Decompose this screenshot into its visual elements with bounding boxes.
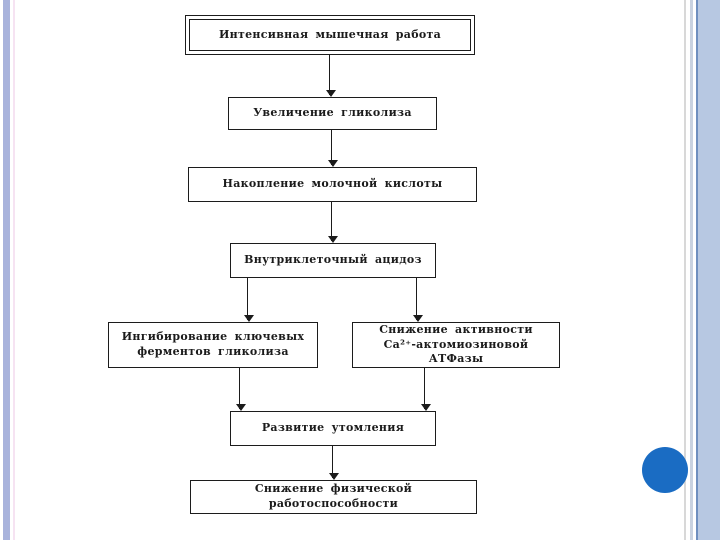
- right-border-gray-line: [684, 0, 686, 540]
- arrow-atpase-to-fatigue: [420, 368, 431, 411]
- arrow-start-to-glycolysis: [325, 55, 336, 97]
- flow-node-enzyme-inhibition: Ингибирование ключевых ферментов гликоли…: [108, 322, 318, 368]
- right-border-band: [698, 0, 720, 540]
- right-border-mid-line: [690, 0, 693, 540]
- left-border-pink-line: [13, 0, 15, 540]
- left-border-stripe: [3, 0, 10, 540]
- flow-node-atpase-activity: Снижение активности Ca²⁺-актомиозиновой …: [352, 322, 560, 368]
- right-border-dark-line: [696, 0, 698, 540]
- arrow-glycolysis-to-lactate: [327, 130, 338, 167]
- flow-node-start: Интенсивная мышечная работа: [185, 15, 475, 55]
- arrow-acidosis-to-inhibition: [243, 278, 254, 322]
- flow-node-glycolysis: Увеличение гликолиза: [228, 97, 437, 130]
- arrow-inhibition-to-fatigue: [235, 368, 246, 411]
- arrow-lactate-to-acidosis: [327, 202, 338, 243]
- flow-node-performance: Снижение физической работоспособности: [190, 480, 477, 514]
- flow-node-lactate: Накопление молочной кислоты: [188, 167, 477, 202]
- arrow-fatigue-to-performance: [328, 446, 339, 480]
- flow-node-acidosis: Внутриклеточный ацидоз: [230, 243, 436, 278]
- decorative-circle: [642, 447, 688, 493]
- arrow-acidosis-to-atpase: [412, 278, 423, 322]
- flow-node-fatigue: Развитие утомления: [230, 411, 436, 446]
